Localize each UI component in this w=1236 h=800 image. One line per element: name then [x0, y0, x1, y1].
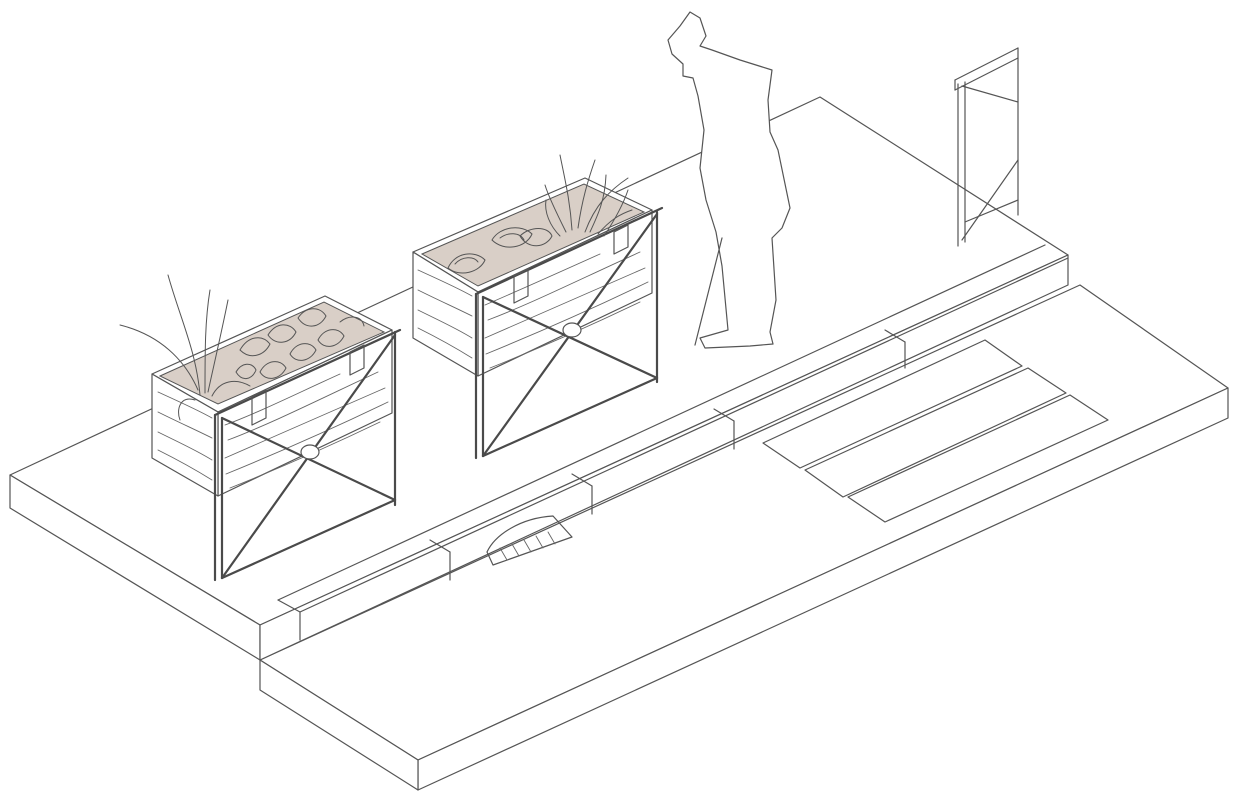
road-markings: [762, 339, 1109, 523]
curb: [277, 244, 1069, 641]
planter-left: [119, 274, 402, 582]
pedestrian-silhouette: [667, 11, 791, 349]
metal-frame-middle: [474, 206, 664, 460]
plants-middle: [447, 154, 633, 274]
plants-left: [119, 274, 365, 421]
wood-grain-left: [157, 371, 389, 489]
sidewalk-slab: [9, 96, 1069, 661]
wood-grain-middle: [417, 251, 649, 369]
drain-grate: [486, 515, 573, 566]
planter-middle: [412, 154, 664, 460]
metal-frame-left: [213, 328, 402, 582]
railing: [954, 47, 1019, 247]
